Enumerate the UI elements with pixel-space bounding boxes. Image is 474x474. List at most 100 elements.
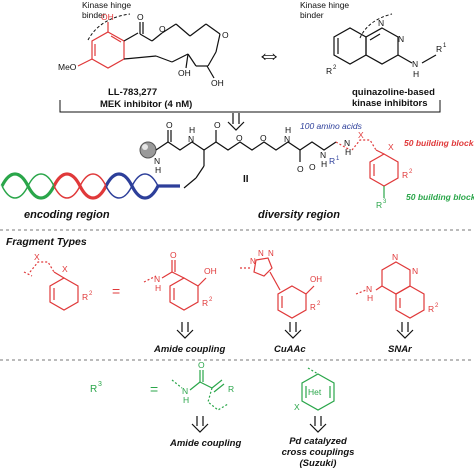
text-line: cross couplings xyxy=(282,447,355,458)
linker-backbone xyxy=(155,141,337,151)
amide-h: H xyxy=(155,283,161,293)
r3-heteroaryl-fragment xyxy=(301,367,335,411)
r3-label-sup: 3 xyxy=(98,381,102,388)
encoding-region-label: encoding region xyxy=(24,209,110,221)
atom-o-lactone-2: O xyxy=(159,24,166,34)
construct-atom-labels: N H O N H O O O O N H O N H R 1 X X R 2 … xyxy=(154,120,413,210)
snar-n-1: N xyxy=(392,252,398,262)
arrow-r3-amide xyxy=(191,416,209,433)
snar-fragment xyxy=(355,261,425,319)
snar-r2: R xyxy=(428,304,434,314)
cuaac-fragment-labels: N N N OH R 2 xyxy=(250,249,322,312)
atom-o-ketone: O xyxy=(222,30,229,40)
amide-r2: R xyxy=(202,298,208,308)
diversity-fragment xyxy=(351,139,399,198)
c-atom-7: O xyxy=(260,133,267,143)
arrow-cuaac xyxy=(284,322,302,339)
c-atom-15: 1 xyxy=(336,156,340,162)
fragment-types-title: Fragment Types xyxy=(6,236,87,248)
ll783277-atom-labels: OH O O O MeO OH OH xyxy=(58,12,229,88)
c-atom-2: O xyxy=(166,120,173,130)
top-bracket xyxy=(59,100,441,113)
atom-oh-3: OH xyxy=(211,78,224,88)
bb-red-label: 50 building blocks xyxy=(404,138,474,148)
text-line: (Suzuki) xyxy=(300,458,337,469)
pyrimidine-ring xyxy=(365,27,399,65)
r3-x-label: X xyxy=(294,402,300,412)
r3-label: R xyxy=(90,384,97,395)
c-atom-22: N xyxy=(344,138,350,148)
left-binder-arc xyxy=(87,13,131,41)
diversity-region-label: diversity region xyxy=(258,209,340,221)
bb-green-label: 50 building blocks xyxy=(406,192,474,202)
r3-amide-fragment xyxy=(171,370,229,411)
c-atom-14: R xyxy=(329,156,335,166)
reaction-amide-coupling: Amide coupling xyxy=(153,344,225,355)
quinazoline-structure xyxy=(333,27,437,65)
cuaac-r2-sup: 2 xyxy=(317,301,321,307)
atom-oh-2: OH xyxy=(178,68,191,78)
gen-x-2: X xyxy=(62,264,68,274)
amino-acids-label: 100 amino acids xyxy=(300,121,363,131)
r3-amide-labels: O N H R xyxy=(182,360,234,405)
text-line: Pd catalyzed xyxy=(289,436,347,447)
r3-section: R 3 = O N H R Het X xyxy=(90,360,354,469)
amide-r2-sup: 2 xyxy=(209,297,213,303)
c-atom-6: O xyxy=(236,133,243,143)
generic-fragment xyxy=(23,261,79,311)
cuaac-n-3: N xyxy=(268,249,274,258)
c-atom-16: X xyxy=(358,130,364,140)
c-atom-17: X xyxy=(388,142,394,152)
amide-o: O xyxy=(170,250,177,260)
c-atom-8: O xyxy=(297,164,304,174)
compound-activity: MEK inhibitor (4 nM) xyxy=(100,99,192,110)
cuaac-n-1: N xyxy=(250,257,256,266)
snar-fragment-labels: N N N H R 2 xyxy=(366,252,439,314)
c-atom-20: R xyxy=(376,200,382,210)
r3-amide-r: R xyxy=(228,384,234,394)
resorcylic-ring xyxy=(91,31,125,69)
cuaac-n-2: N xyxy=(258,249,264,258)
c-atom-5: O xyxy=(214,120,221,130)
atom-n-1: N xyxy=(378,18,384,28)
reaction-cuaac: CuAAc xyxy=(274,344,306,355)
cuaac-oh: OH xyxy=(310,275,322,284)
c-atom-13: H xyxy=(321,159,327,169)
generic-fragment-labels: X X R 2 xyxy=(34,252,93,302)
atom-r2-sup: 2 xyxy=(333,65,337,71)
c-atom-12: N xyxy=(320,150,326,160)
quinazoline-atom-labels: N N N H R 1 R 2 xyxy=(326,18,447,79)
c-atom-21: 3 xyxy=(383,199,387,205)
amide-n: N xyxy=(154,274,160,284)
atom-o-lactone-1: O xyxy=(137,12,144,22)
compound-name: LL-783,277 xyxy=(108,87,157,98)
snar-n-2: N xyxy=(412,266,418,276)
atom-r1-sup: 1 xyxy=(443,43,447,49)
reaction-r3-amide-coupling: Amide coupling xyxy=(169,438,241,449)
dna-blue-strand xyxy=(104,172,180,200)
atom-r1: R xyxy=(436,44,442,54)
c-atom-3: N xyxy=(188,134,194,144)
snar-h: H xyxy=(367,293,373,303)
text-line: quinazoline-based xyxy=(352,87,435,98)
text-line: Kinase hinge xyxy=(300,0,349,10)
gen-r2: R xyxy=(82,292,88,302)
cuaac-r2: R xyxy=(310,303,316,312)
benzo-ring xyxy=(333,27,367,65)
text-line: binder xyxy=(300,10,324,20)
text-line: Kinase hinge xyxy=(82,0,131,10)
c-atom-23: H xyxy=(345,147,351,157)
atom-r2: R xyxy=(326,66,332,76)
r3-amide-n: N xyxy=(182,386,188,396)
snar-n-3: N xyxy=(366,284,372,294)
equivalence-arrow: ⇔ xyxy=(256,39,282,69)
r3-amide-h: H xyxy=(183,395,189,405)
construct-section: N H O N H O O O O N H O N H R 1 X X R 2 … xyxy=(0,120,474,221)
amide-fragment xyxy=(143,260,207,311)
gen-r2-sup: 2 xyxy=(89,291,93,297)
